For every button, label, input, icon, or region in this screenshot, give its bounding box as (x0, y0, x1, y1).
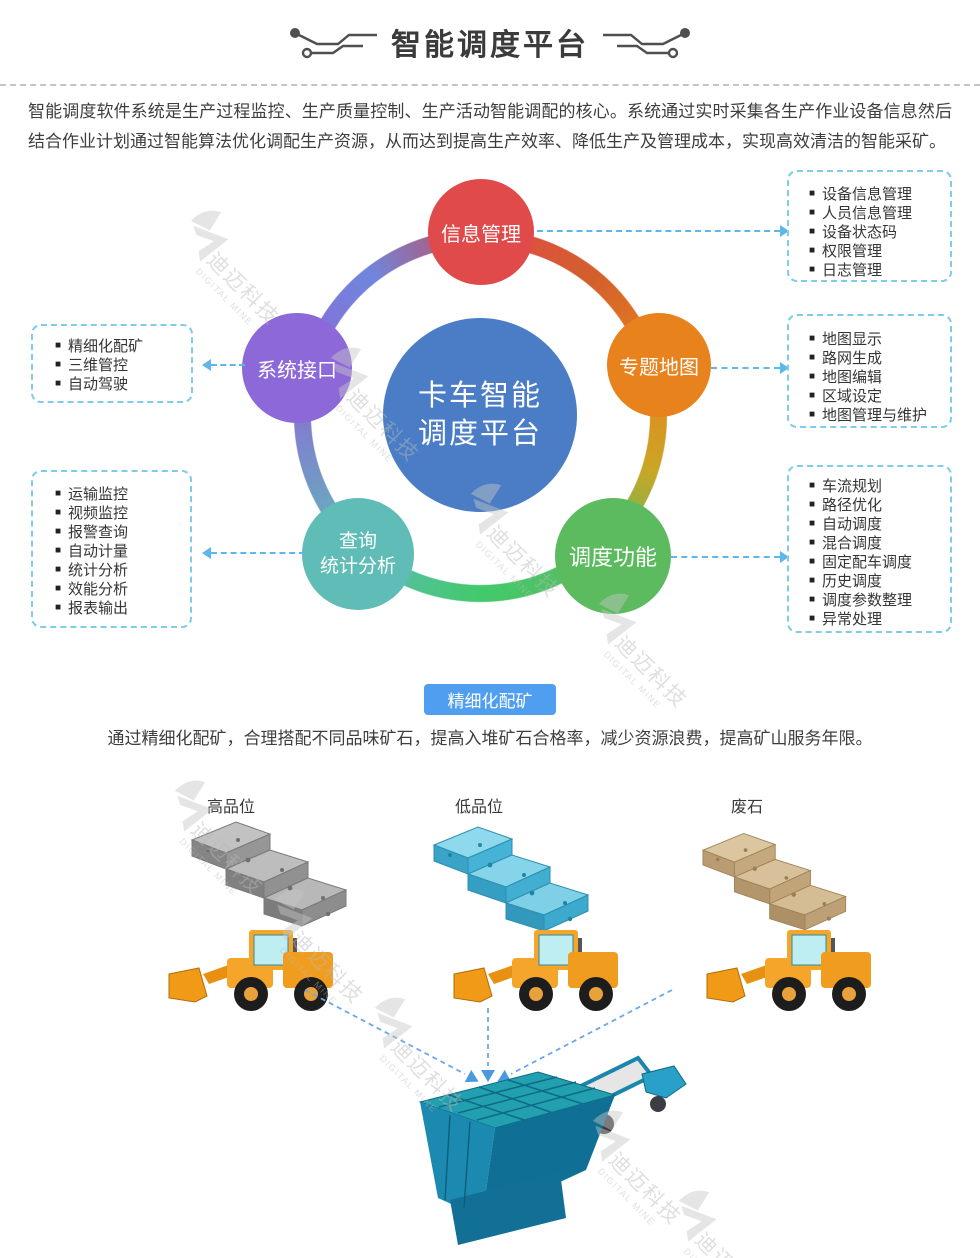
square-bullet: ■ (809, 517, 816, 529)
list-item: ■报警查询 (55, 524, 129, 541)
list-item: ■地图管理与维护 (809, 407, 928, 424)
circuit-trace-right-icon (603, 28, 690, 59)
list-item: ■设备状态码 (809, 224, 898, 241)
list-item: ■车流规划 (809, 478, 883, 495)
node-query-line2: 统计分析 (319, 556, 396, 577)
square-bullet: ■ (55, 377, 62, 389)
fine-blending-badge[interactable]: 精细化配矿 (424, 684, 556, 715)
square-bullet: ■ (55, 487, 62, 499)
list-item: ■权限管理 (809, 243, 883, 260)
node-system-interface: 系统接口 (242, 313, 352, 423)
list-item: ■运输监控 (55, 486, 129, 503)
square-bullet: ■ (809, 555, 816, 567)
box-dispatch-features: ■车流规划■路径优化■自动调度■混合调度■固定配车调度■历史调度■调度参数整理■… (787, 465, 952, 633)
pile-label-high-grade: 高品位 (207, 799, 256, 816)
square-bullet: ■ (809, 225, 816, 237)
center-node-truck-platform: 卡车智能 调度平台 (383, 318, 577, 512)
list-item: ■调度参数整理 (809, 592, 913, 609)
square-bullet: ■ (55, 506, 62, 518)
square-bullet: ■ (55, 339, 62, 351)
list-item: ■地图显示 (809, 331, 883, 348)
square-bullet: ■ (809, 206, 816, 218)
node-query-statistics: 查询 统计分析 (302, 498, 414, 610)
list-item: ■固定配车调度 (809, 554, 913, 571)
box-thematic-map-features: ■地图显示 ■路网生成 ■地图编辑 ■区域设定 ■地图管理与维护 (787, 314, 952, 428)
list-item: ■报表输出 (55, 600, 129, 617)
center-node-line2: 调度平台 (417, 418, 542, 450)
arrow-dispatch-to-box (671, 551, 789, 563)
center-node-line1: 卡车智能 (417, 380, 542, 412)
list-item: ■设备信息管理 (809, 186, 913, 203)
square-bullet: ■ (809, 332, 816, 344)
list-item: ■区域设定 (809, 388, 883, 405)
square-bullet: ■ (55, 525, 62, 537)
node-thematic-map: 专题地图 (607, 313, 711, 417)
list-item: ■日志管理 (809, 262, 883, 279)
square-bullet: ■ (55, 582, 62, 594)
list-item: ■混合调度 (809, 535, 883, 552)
list-item: ■路径优化 (809, 497, 883, 514)
node-query-line1: 查询 (338, 531, 377, 552)
low-grade-ore-pile (432, 826, 590, 932)
wheel-loader-waste-rock (706, 930, 871, 1011)
digital-mine-logo-icon (190, 210, 229, 262)
list-item: ■自动计量 (55, 543, 129, 560)
square-bullet: ■ (809, 389, 816, 401)
list-item: ■精细化配矿 (55, 338, 144, 355)
list-item: ■自动驾驶 (55, 376, 129, 393)
circuit-trace-left-icon (290, 28, 377, 59)
blending-caption: 通过精细化配矿，合理搭配不同品味矿石，提高入堆矿石合格率，减少资源浪费，提高矿山… (107, 729, 873, 748)
intro-paragraph: 智能调度软件系统是生产过程监控、生产质量控制、生产活动智能调配的核心。系统通过实… (28, 102, 952, 151)
square-bullet: ■ (809, 498, 816, 510)
square-bullet: ■ (809, 263, 816, 275)
square-bullet: ■ (809, 536, 816, 548)
list-item: ■异常处理 (809, 611, 883, 628)
waste-rock-pile (701, 832, 847, 931)
list-item: ■人员信息管理 (809, 205, 913, 222)
node-dispatch-function: 调度功能 (555, 498, 671, 614)
square-bullet: ■ (55, 544, 62, 556)
arrow-query-to-box (202, 547, 305, 559)
list-item: ■视频监控 (55, 505, 129, 522)
wheel-loader-high-grade (168, 930, 333, 1011)
pile-label-waste-rock: 废石 (731, 799, 764, 816)
node-info-management: 信息管理 (428, 179, 534, 285)
crusher-hopper-and-truck (418, 1055, 687, 1245)
box-query-features: ■运输监控 ■视频监控 ■报警查询 ■自动计量 ■统计分析 ■效能分析 ■报表输出 (31, 470, 192, 628)
wheel-loader-low-grade (453, 930, 618, 1011)
pile-label-low-grade: 低品位 (455, 799, 504, 816)
page-header: 智能调度平台 (0, 20, 980, 64)
square-bullet: ■ (55, 358, 62, 370)
dashed-divider (0, 84, 980, 86)
box-interface-features: ■精细化配矿 ■三维管控 ■自动驾驶 (31, 324, 193, 403)
arrow-map-to-box (711, 362, 789, 374)
arrow-info-to-box (537, 225, 789, 237)
square-bullet: ■ (55, 601, 62, 613)
box-info-management-features: ■设备信息管理 ■人员信息管理 ■设备状态码 ■权限管理 ■日志管理 (787, 170, 952, 282)
arrow-interface-to-box (202, 359, 245, 371)
square-bullet: ■ (809, 408, 816, 420)
square-bullet: ■ (809, 612, 816, 624)
list-item: ■三维管控 (55, 357, 129, 374)
watermark-en: DIGITAL MINE (193, 266, 256, 328)
square-bullet: ■ (809, 574, 816, 586)
square-bullet: ■ (809, 479, 816, 491)
list-item: ■自动调度 (809, 516, 883, 533)
list-item: ■历史调度 (809, 573, 883, 590)
converging-flow-arrows (304, 989, 673, 1083)
high-grade-ore-pile (190, 821, 348, 927)
square-bullet: ■ (809, 370, 816, 382)
list-item: ■效能分析 (55, 581, 129, 598)
list-item: ■统计分析 (55, 562, 129, 579)
list-item: ■地图编辑 (809, 369, 883, 386)
page-title: 智能调度平台 (391, 29, 589, 62)
square-bullet: ■ (55, 563, 62, 575)
list-item: ■路网生成 (809, 350, 883, 367)
square-bullet: ■ (809, 593, 816, 605)
square-bullet: ■ (809, 244, 816, 256)
square-bullet: ■ (809, 187, 816, 199)
square-bullet: ■ (809, 351, 816, 363)
